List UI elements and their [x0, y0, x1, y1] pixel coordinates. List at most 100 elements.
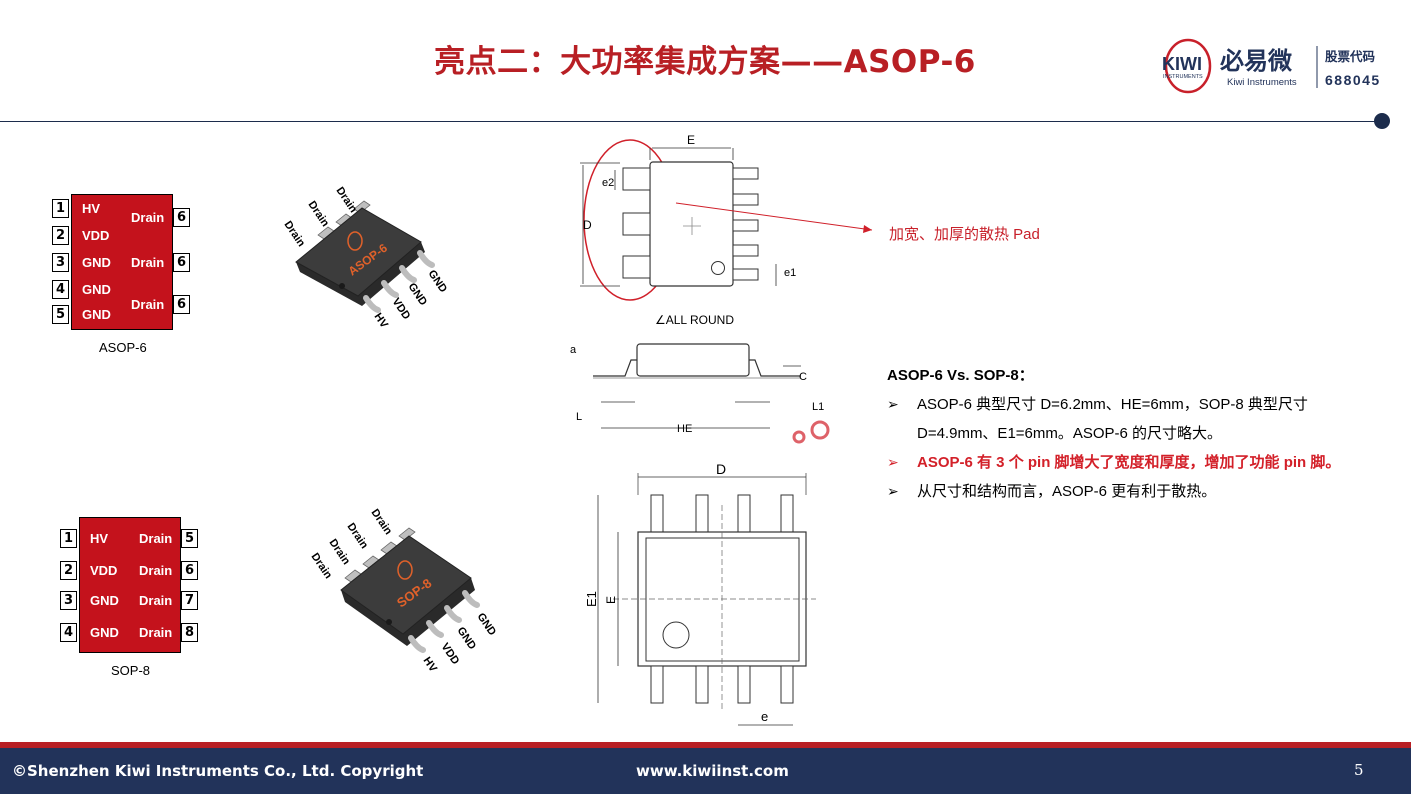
chip-lead-label: Drain: [306, 199, 332, 229]
pin-label: VDD: [82, 228, 110, 243]
comparison-bullet-text: ASOP-6 有 3 个 pin 脚增大了宽度和厚度，增加了功能 pin 脚。: [917, 454, 1341, 471]
pin-number-box: 6: [181, 561, 198, 580]
heat-pad-callout-arrow: [675, 202, 873, 231]
chip-lead-label: HV: [421, 655, 440, 675]
pin-label: HV: [90, 531, 109, 546]
pin-label: VDD: [90, 563, 118, 578]
sop8-chip-pin1-dot: [386, 619, 392, 625]
pin-label: GND: [82, 307, 111, 322]
asop6-chip-bottom-leads: [363, 250, 435, 313]
asop6-pinout-body: [71, 194, 173, 330]
logo-brand-cn: 必易微: [1220, 47, 1292, 75]
pin-number-box: 5: [181, 529, 198, 548]
chip-lead-label: Drain: [369, 507, 395, 537]
chip-lead-label: GND: [455, 625, 479, 652]
arrow-bullet-icon: ➢: [887, 483, 899, 499]
pin-number-box: 8: [181, 623, 198, 642]
dim-label-E-bottom: E: [604, 596, 618, 604]
pin-label: GND: [82, 282, 111, 297]
dim-label-e1: e1: [784, 267, 796, 279]
dim-label-D-bottom: D: [716, 461, 726, 477]
pin-label: Drain: [131, 297, 165, 312]
logo-brand-en-full: Kiwi Instruments: [1227, 77, 1297, 88]
pin-label: GND: [90, 593, 119, 608]
pin-number-box: 4: [52, 280, 69, 299]
logo-brand-sub: INSTRUMENTS: [1163, 74, 1203, 80]
chip-lead-label: Drain: [309, 551, 335, 581]
pin-number-box: 1: [52, 199, 69, 218]
chip-lead-label: GND: [475, 611, 499, 638]
pin-number-box: 6: [173, 295, 190, 314]
dim-label-HE: HE: [677, 423, 692, 435]
pin-number-box: 3: [60, 591, 77, 610]
dim-label-e2: e2: [602, 177, 614, 189]
asop6-chip-logo: [347, 231, 363, 251]
pin-label: GND: [90, 625, 119, 640]
sop8-chip-body-top: [340, 535, 472, 635]
pin-number-box: 2: [52, 226, 69, 245]
dim-label-e: e: [761, 709, 768, 724]
pin-number-box: 6: [173, 208, 190, 227]
heat-pad-note: 加宽、加厚的散热 Pad: [889, 226, 1040, 243]
sop8-chip-top-leads: [344, 527, 416, 583]
arrow-bullet-icon: ➢: [887, 396, 899, 412]
pin-label: GND: [82, 255, 111, 270]
comparison-bullet-text: ASOP-6 典型尺寸 D=6.2mm、HE=6mm，SOP-8 典型尺寸 D=…: [917, 396, 1308, 442]
page-number: 5: [1354, 761, 1364, 779]
footer-website-link[interactable]: www.kiwiinst.com: [636, 762, 789, 780]
logo-stock-label: 股票代码: [1325, 49, 1375, 64]
dim-label-all-round: ∠ALL ROUND: [655, 313, 734, 327]
footer-copyright: ©Shenzhen Kiwi Instruments Co., Ltd. Cop…: [12, 762, 424, 780]
pin-label: HV: [82, 201, 101, 216]
asop6-outline: [649, 161, 734, 287]
comparison-bullet: ➢ ASOP-6 典型尺寸 D=6.2mm、HE=6mm，SOP-8 典型尺寸 …: [887, 390, 1387, 448]
dim-label-C: C: [799, 371, 807, 383]
sop8-chip-logo: [397, 560, 413, 580]
pin-label: Drain: [139, 593, 173, 608]
chip-lead-label: VDD: [439, 641, 462, 667]
sop8-outline-drawing: D E1 E e: [580, 461, 816, 744]
asop6-caption: ASOP-6: [99, 340, 147, 355]
comparison-bullet: ➢ 从尺寸和结构而言，ASOP-6 更有利于散热。: [887, 477, 1387, 506]
comparison-bullet-text: 从尺寸和结构而言，ASOP-6 更有利于散热。: [917, 483, 1217, 500]
dim-label-L: L: [576, 411, 582, 423]
chip-lead-label: Drain: [334, 185, 360, 215]
chip-lead-label: GND: [426, 268, 450, 295]
comparison-title: ASOP-6 Vs. SOP-8：: [887, 367, 1034, 384]
arrow-bullet-icon: ➢: [887, 454, 899, 470]
page-title: 亮点二：大功率集成方案——ASOP-6: [434, 44, 976, 80]
dim-label-E-top: E: [687, 133, 695, 147]
logo-stock-code: 688045: [1325, 72, 1381, 88]
pin-number-box: 6: [173, 253, 190, 272]
chip-lead-label: GND: [406, 281, 430, 308]
comparison-section: ASOP-6 Vs. SOP-8： ➢ ASOP-6 典型尺寸 D=6.2mm、…: [887, 364, 1387, 506]
footer-bar: [0, 748, 1411, 794]
footer-accent-bar: [0, 742, 1411, 748]
dim-label-a: a: [570, 344, 577, 356]
pin-label: Drain: [131, 255, 165, 270]
header-divider: [0, 121, 1378, 122]
asop6-top-view-drawing: E D e2 e1: [580, 133, 873, 301]
pin-number-box: 3: [52, 253, 69, 272]
chip-lead-label: Drain: [345, 521, 371, 551]
pin-label: Drain: [139, 531, 173, 546]
chip-lead-label: HV: [372, 311, 391, 331]
sop8-caption: SOP-8: [111, 663, 151, 678]
chip-lead-label: VDD: [390, 296, 413, 322]
pin-number-box: 4: [60, 623, 77, 642]
pin-number-box: 7: [181, 591, 198, 610]
logo-brand-en: KIWI: [1162, 54, 1202, 74]
chip-lead-label: Drain: [327, 537, 353, 567]
comparison-bullet-highlight: ➢ ASOP-6 有 3 个 pin 脚增大了宽度和厚度，增加了功能 pin 脚…: [887, 448, 1387, 477]
dim-label-D-top: D: [583, 218, 592, 232]
pin-number-box: 2: [60, 561, 77, 580]
asop6-side-view-drawing: ∠ALL ROUND a C L L1 HE: [570, 313, 830, 444]
dim-label-E1: E1: [584, 591, 599, 607]
dim-label-L1: L1: [812, 401, 824, 413]
pin-number-box: 1: [60, 529, 77, 548]
sop8-chip-bottom-leads: [408, 590, 480, 653]
